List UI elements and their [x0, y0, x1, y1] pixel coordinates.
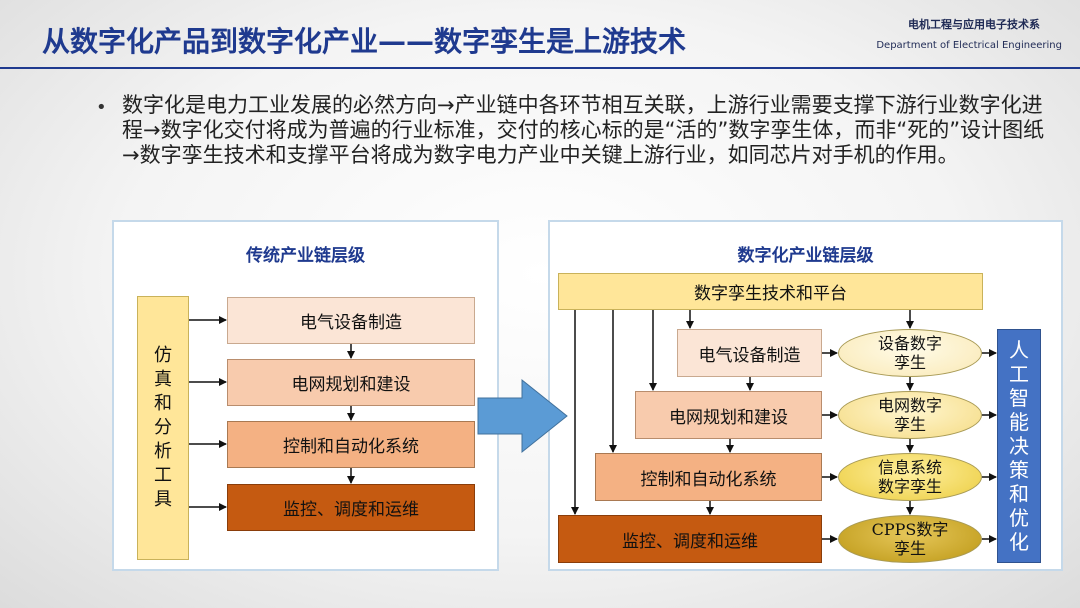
ai-char: 能	[1009, 410, 1029, 434]
ai-char: 化	[1009, 530, 1029, 554]
grid-twin: 电网数字 孪生	[838, 391, 982, 439]
info-system-twin: 信息系统 数字孪生	[838, 453, 982, 501]
bullet-marker: •	[96, 97, 107, 118]
digital-chain-title: 数字化产业链层级	[737, 246, 874, 266]
equipment-twin: 设备数字 孪生	[838, 329, 982, 377]
right-level-control: 控制和自动化系统	[595, 453, 822, 501]
right-level-equipment: 电气设备制造	[677, 329, 822, 377]
ai-char: 决	[1009, 434, 1029, 458]
right-level-monitoring: 监控、调度和运维	[558, 515, 822, 563]
page-title: 从数字化产品到数字化产业——数字孪生是上游技术	[42, 25, 687, 58]
ai-decision-box: 人 工 智 能 决 策 和 优 化	[997, 329, 1041, 563]
twin-label-line: 孪生	[893, 415, 926, 434]
tool-char: 仿	[154, 345, 172, 366]
ai-char: 人	[1009, 338, 1029, 362]
tool-char: 真	[154, 369, 172, 390]
left-level-equipment: 电气设备制造	[227, 297, 475, 344]
header-divider	[0, 67, 1080, 69]
transition-arrow	[477, 378, 568, 454]
ai-char: 和	[1009, 482, 1029, 506]
department-name-cn: 电机工程与应用电子技术系	[908, 18, 1040, 31]
twin-label-line: 孪生	[893, 353, 926, 372]
bullet-paragraph: 数字化是电力工业发展的必然方向→产业链中各环节相互关联，上游行业需要支撑下游行业…	[122, 93, 1045, 167]
ai-char: 优	[1009, 506, 1029, 530]
cpps-twin: CPPS数字 孪生	[838, 515, 982, 563]
left-level-monitoring: 监控、调度和运维	[227, 484, 475, 531]
twin-label-line: 数字孪生	[877, 477, 942, 496]
twin-label-line: 孪生	[893, 539, 926, 558]
left-level-control: 控制和自动化系统	[227, 421, 475, 468]
ai-char: 工	[1009, 362, 1029, 386]
tool-char: 和	[154, 393, 172, 414]
traditional-chain-title: 传统产业链层级	[246, 246, 365, 266]
twin-label-line: CPPS数字	[871, 520, 949, 539]
ai-char: 智	[1009, 386, 1029, 410]
twin-label-line: 信息系统	[877, 458, 942, 477]
twin-label-line: 电网数字	[877, 396, 942, 415]
simulation-tools-box: 仿 真 和 分 析 工 具	[137, 296, 189, 560]
left-level-grid: 电网规划和建设	[227, 359, 475, 406]
tool-char: 分	[154, 417, 172, 438]
twin-label-line: 设备数字	[877, 334, 942, 353]
tool-char: 具	[154, 489, 172, 510]
department-name-en: Department of Electrical Engineering	[876, 40, 1062, 51]
right-level-grid: 电网规划和建设	[635, 391, 822, 439]
digital-twin-platform: 数字孪生技术和平台	[558, 273, 983, 310]
tool-char: 工	[154, 465, 172, 486]
ai-char: 策	[1009, 458, 1029, 482]
tool-char: 析	[154, 441, 172, 462]
